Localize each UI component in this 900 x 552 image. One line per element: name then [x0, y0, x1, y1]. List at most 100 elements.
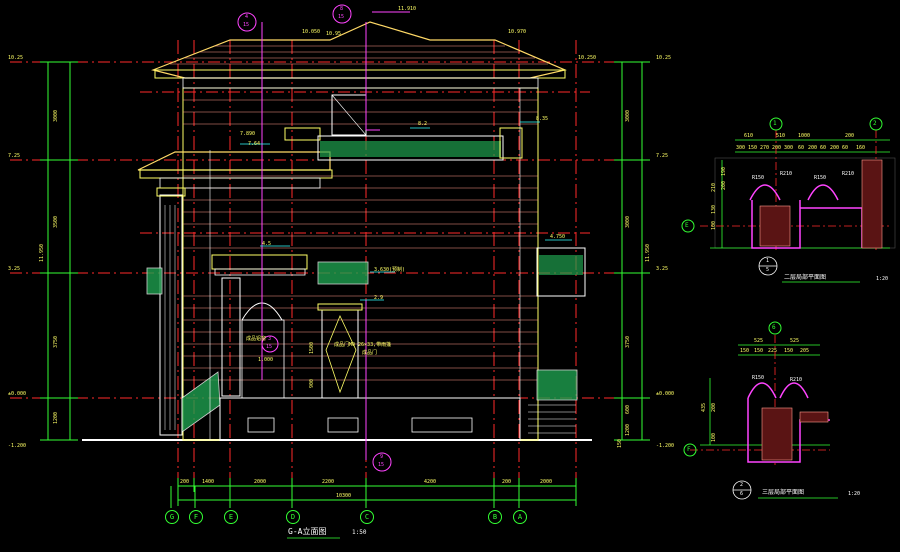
dim-left-1: 3000	[53, 109, 59, 122]
drawing-title: G-A立面图	[288, 527, 327, 536]
d1-dim-top2-6: 60	[798, 145, 805, 151]
d2-dim-left-2: 200	[711, 402, 717, 412]
d1-dim-top2-1: 300	[736, 145, 746, 151]
level-l2b: 7.64	[248, 141, 261, 147]
d2-axis-top: 6	[772, 324, 776, 331]
level-floor3: 8.2	[418, 121, 428, 127]
callout-3-top: 3	[268, 336, 272, 342]
level-right-2: 7.25	[656, 153, 669, 159]
dim-bottom-5: 4200	[424, 479, 437, 485]
d1-dim-left-2: 100	[711, 220, 717, 230]
dim-right-2: 3000	[625, 215, 631, 228]
level-left-4: ±0.000	[8, 391, 27, 397]
d1-dim-left-3: 130	[711, 204, 717, 214]
d1-dim-left-1: 210	[711, 182, 717, 192]
level-l4: 4.750	[550, 234, 566, 240]
dim-bottom-3: 2000	[254, 479, 267, 485]
callout-2-top: 8	[340, 6, 344, 12]
d1-dim-top2-7: 200	[808, 145, 818, 151]
level-l2: 7.890	[240, 131, 256, 137]
note-d1: 1500	[309, 341, 315, 354]
d2-index-bottom: 6	[740, 491, 744, 497]
callout-1-top: 4	[245, 14, 249, 20]
d1-radius-4: R210	[842, 171, 855, 177]
axis-g: G	[165, 510, 179, 524]
level-left-3: 3.25	[8, 266, 21, 272]
level-right-5: -1.200	[656, 443, 675, 449]
d2-axis-side: F	[687, 446, 691, 453]
axis-f: F	[189, 510, 203, 524]
axis-d: D	[286, 510, 300, 524]
dim-left-3: 3750	[53, 335, 59, 348]
d2-dim-left-1: 435	[701, 402, 707, 412]
dim-bottom-6: 200	[502, 479, 512, 485]
d1-radius-3: R150	[814, 175, 827, 181]
dim-bottom-4: 2200	[322, 479, 335, 485]
detail-2	[683, 321, 838, 500]
d1-radius-2: R210	[780, 171, 793, 177]
level-l6: 2.9	[374, 295, 384, 301]
level-floor0: 1.000	[258, 357, 274, 363]
d1-dim-top2-8: 60	[820, 145, 827, 151]
d2-index-top: 2	[740, 482, 744, 488]
d2-dim-top2-2: 150	[754, 348, 764, 354]
d1-index-bottom: 5	[766, 267, 770, 273]
d1-dim-top2-4: 200	[772, 145, 782, 151]
d1-axis-side: E	[685, 222, 689, 229]
dimension-lines	[40, 61, 650, 508]
level-ridge-right: 10.970	[508, 29, 527, 35]
level-right-3: 3.25	[656, 266, 669, 272]
d2-dim-top2-3: 225	[768, 348, 778, 354]
callout-4-top: 9	[380, 454, 384, 460]
level-left-1: 10.25	[8, 55, 24, 61]
dim-bottom-1: 200	[180, 479, 190, 485]
d1-radius-1: R150	[752, 175, 765, 181]
callout-4-bottom: 15	[378, 462, 385, 468]
dim-bottom-total: 10300	[336, 493, 352, 499]
d1-index-top: 1	[766, 258, 770, 264]
axis-e: E	[224, 510, 238, 524]
callout-2-bottom: 15	[338, 14, 345, 20]
level-l3: 4.5	[262, 241, 272, 247]
axis-b: B	[488, 510, 502, 524]
d2-dim-top-1: 525	[754, 338, 764, 344]
leader-notes	[240, 121, 572, 301]
level-right-1: 10.25	[656, 55, 672, 61]
note-window: 成品铝窗	[246, 336, 267, 342]
dim-left-4: 1200	[53, 411, 59, 424]
level-left-2: 7.25	[8, 153, 21, 159]
level-left-5: -1.200	[8, 443, 27, 449]
note-door2: 成品门	[362, 350, 378, 356]
dim-bottom-2: 1400	[202, 479, 215, 485]
axis-c: C	[360, 510, 374, 524]
callout-bubbles	[237, 4, 392, 472]
d1-dim-top-3: 1000	[798, 133, 811, 139]
d2-scale: 1:20	[848, 491, 861, 497]
d2-dim-top2-4: 150	[784, 348, 794, 354]
dim-bottom-7: 2000	[540, 479, 553, 485]
level-balcony: 8.35	[536, 116, 549, 122]
note-d2: 900	[309, 378, 315, 388]
callout-1-bottom: 15	[243, 22, 250, 28]
d1-dim-top2-5: 300	[784, 145, 794, 151]
d1-scale: 1:20	[876, 276, 889, 282]
d1-dim-top2-2: 150	[748, 145, 758, 151]
d1-dim-left-4: 200	[721, 180, 727, 190]
d1-dim-top2-3: 270	[760, 145, 770, 151]
dim-right-6: 150	[617, 438, 623, 448]
d1-dim-top2-10: 60	[842, 145, 849, 151]
d1-dim-left-5: 190	[721, 166, 727, 176]
axis-a: A	[513, 510, 527, 524]
note-door: 成品门M0 26×33,带雨篷	[334, 342, 392, 348]
building-elevation	[82, 21, 592, 441]
d1-dim-top2-11: 160	[856, 145, 866, 151]
dim-right-1: 3000	[625, 109, 631, 122]
dim-right-5: 1200	[625, 423, 631, 436]
detail-1	[681, 117, 896, 283]
d1-label: 二层局部平面图	[784, 274, 827, 281]
callout-leaders	[261, 11, 410, 460]
dim-left-2: 3500	[53, 215, 59, 228]
drawing-scale: 1:50	[352, 529, 367, 536]
d2-label: 三层局部平面图	[762, 489, 805, 496]
